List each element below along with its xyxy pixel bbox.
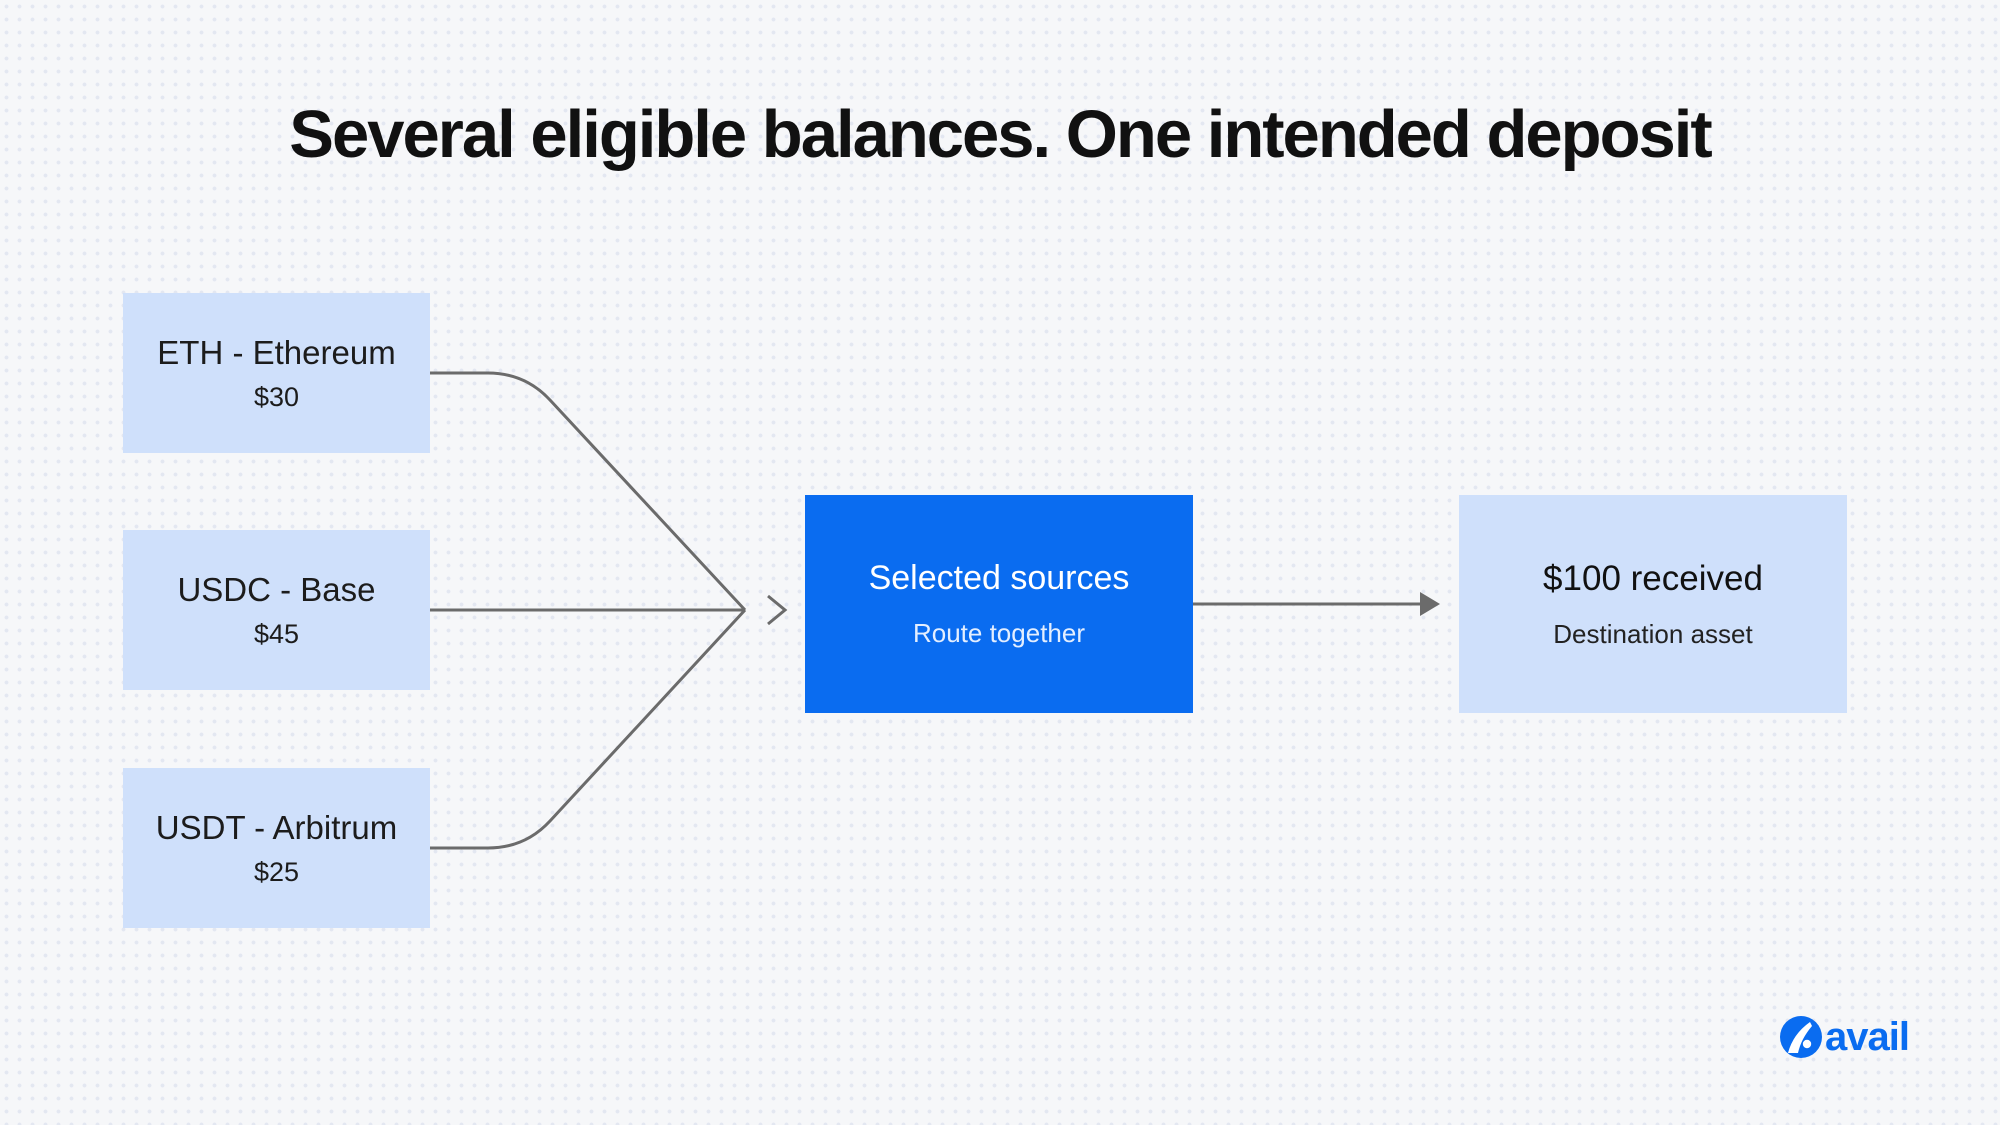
avail-logo: avail: [1779, 1012, 1910, 1062]
selected-title: Selected sources: [868, 559, 1130, 597]
page-title: Several eligible balances. One intended …: [289, 97, 1712, 172]
destination-title: $100 received: [1543, 558, 1763, 598]
source-box-eth: ETH - Ethereum $30: [123, 293, 430, 453]
destination-subtitle: Destination asset: [1553, 618, 1753, 649]
connector-usdt: [430, 608, 747, 850]
merge-arrowhead: [767, 594, 788, 626]
source-name: USDT - Arbitrum: [155, 808, 398, 846]
source-amount: $45: [253, 618, 300, 649]
connector-eth: [430, 371, 747, 612]
destination-box: $100 received Destination asset: [1459, 495, 1847, 713]
source-name: USDC - Base: [177, 570, 376, 608]
source-amount: $25: [253, 856, 300, 887]
selected-sources-box: Selected sources Route together: [805, 495, 1193, 713]
selected-subtitle: Route together: [912, 618, 1085, 648]
avail-logo-icon: [1780, 1016, 1822, 1058]
destination-arrowhead: [1420, 592, 1440, 616]
source-box-usdt: USDT - Arbitrum $25: [123, 768, 430, 928]
source-name: ETH - Ethereum: [157, 333, 396, 371]
avail-logo-text: avail: [1825, 1014, 1910, 1059]
source-box-usdc: USDC - Base $45: [123, 530, 430, 690]
source-amount: $30: [253, 381, 300, 412]
